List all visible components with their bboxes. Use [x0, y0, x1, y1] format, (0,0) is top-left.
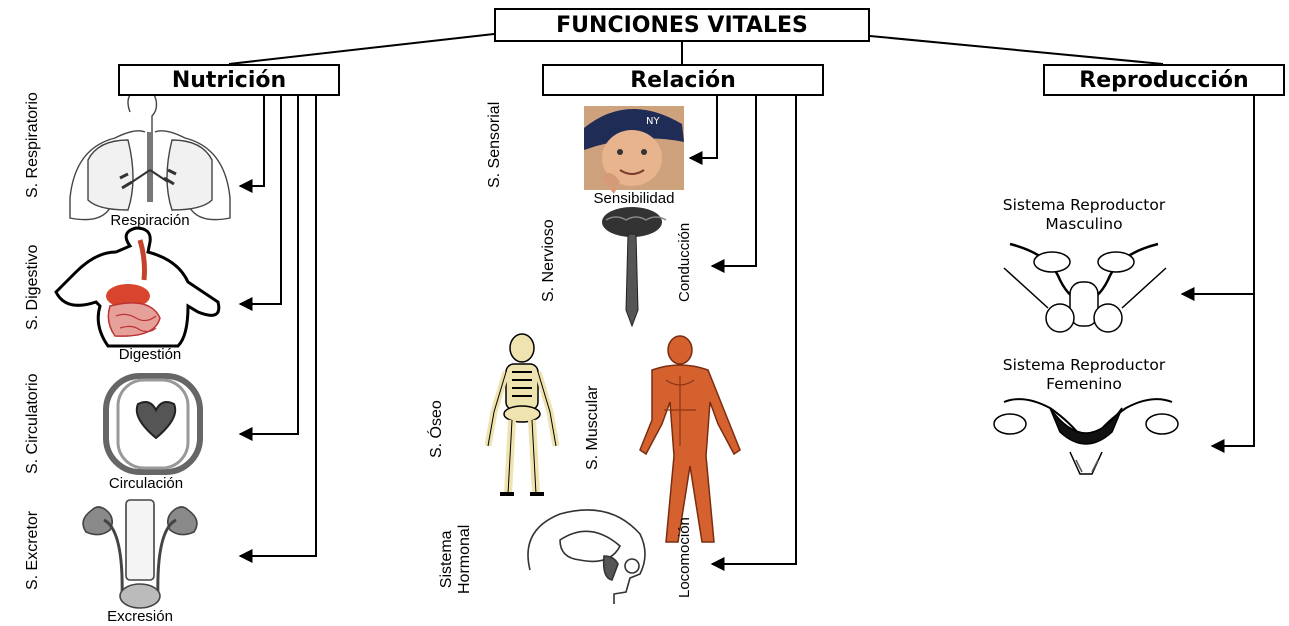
repro-masculino-caption: Sistema Reproductor Masculino [1003, 196, 1165, 234]
category-relacion: Relación [542, 64, 824, 96]
repro-femenino-function: Femenino [1046, 375, 1122, 393]
head-brain-icon [527, 509, 646, 604]
muscle-figure-icon [639, 335, 741, 543]
function-circulacion: Circulación [108, 475, 184, 492]
arrow-conduccion [710, 96, 757, 273]
repro-masculino-function: Masculino [1045, 215, 1123, 233]
digestive-icon [54, 226, 221, 348]
category-relacion-label: Relación [630, 67, 736, 93]
function-digestion: Digestión [118, 346, 182, 363]
skeleton-icon [484, 333, 560, 496]
lungs-icon [69, 87, 231, 221]
heart-icon [103, 373, 203, 475]
system-muscular: S. Muscular [584, 385, 601, 470]
system-nervioso: S. Nervioso [540, 219, 557, 302]
repro-femenino-system: Sistema Reproductor [1002, 356, 1166, 374]
category-reproduccion: Reproducción [1043, 64, 1285, 96]
arrow-sensibilidad [688, 96, 718, 165]
system-circulatorio: S. Circulatorio [24, 373, 41, 474]
function-locomocion: Locomoción [676, 517, 693, 598]
child-photo-icon: NY [584, 106, 684, 194]
title-box: FUNCIONES VITALES [494, 8, 870, 42]
repro-masculino-system: Sistema Reproductor [1002, 196, 1166, 214]
function-respiracion: Respiración [110, 212, 190, 229]
arrow-masculino [1210, 96, 1255, 453]
system-sensorial: S. Sensorial [486, 101, 503, 188]
brain-nerve-icon [602, 207, 667, 328]
arrow-respiracion [238, 96, 265, 193]
system-excretor: S. Excretor [24, 510, 41, 590]
category-nutricion-label: Nutrición [171, 67, 287, 93]
arrow-circulacion [238, 90, 299, 441]
function-sensibilidad: Sensibilidad [593, 190, 675, 207]
system-digestivo: S. Digestivo [24, 244, 41, 330]
link-root-reproduccion [869, 35, 1164, 65]
function-conduccion: Conducción [676, 222, 693, 302]
kidneys-icon [82, 499, 198, 609]
female-organ-icon [993, 398, 1179, 475]
system-hormonal: Sistema Hormonal [438, 524, 473, 594]
arrow-locomocion [710, 96, 797, 571]
repro-femenino-caption: Sistema Reproductor Femenino [1003, 356, 1165, 394]
male-organ-icon [1003, 242, 1167, 333]
link-root-nutricion [228, 33, 495, 65]
function-excresion: Excresión [107, 608, 173, 625]
arrow-excresion [238, 90, 317, 563]
arrow-digestion [238, 96, 282, 311]
system-oseo: S. Óseo [428, 400, 445, 458]
svg-text:NY: NY [646, 116, 660, 127]
category-reproduccion-label: Reproducción [1079, 67, 1249, 93]
system-respiratorio: S. Respiratorio [24, 92, 41, 198]
title: FUNCIONES VITALES [556, 12, 808, 38]
category-nutricion: Nutrición [118, 64, 340, 96]
